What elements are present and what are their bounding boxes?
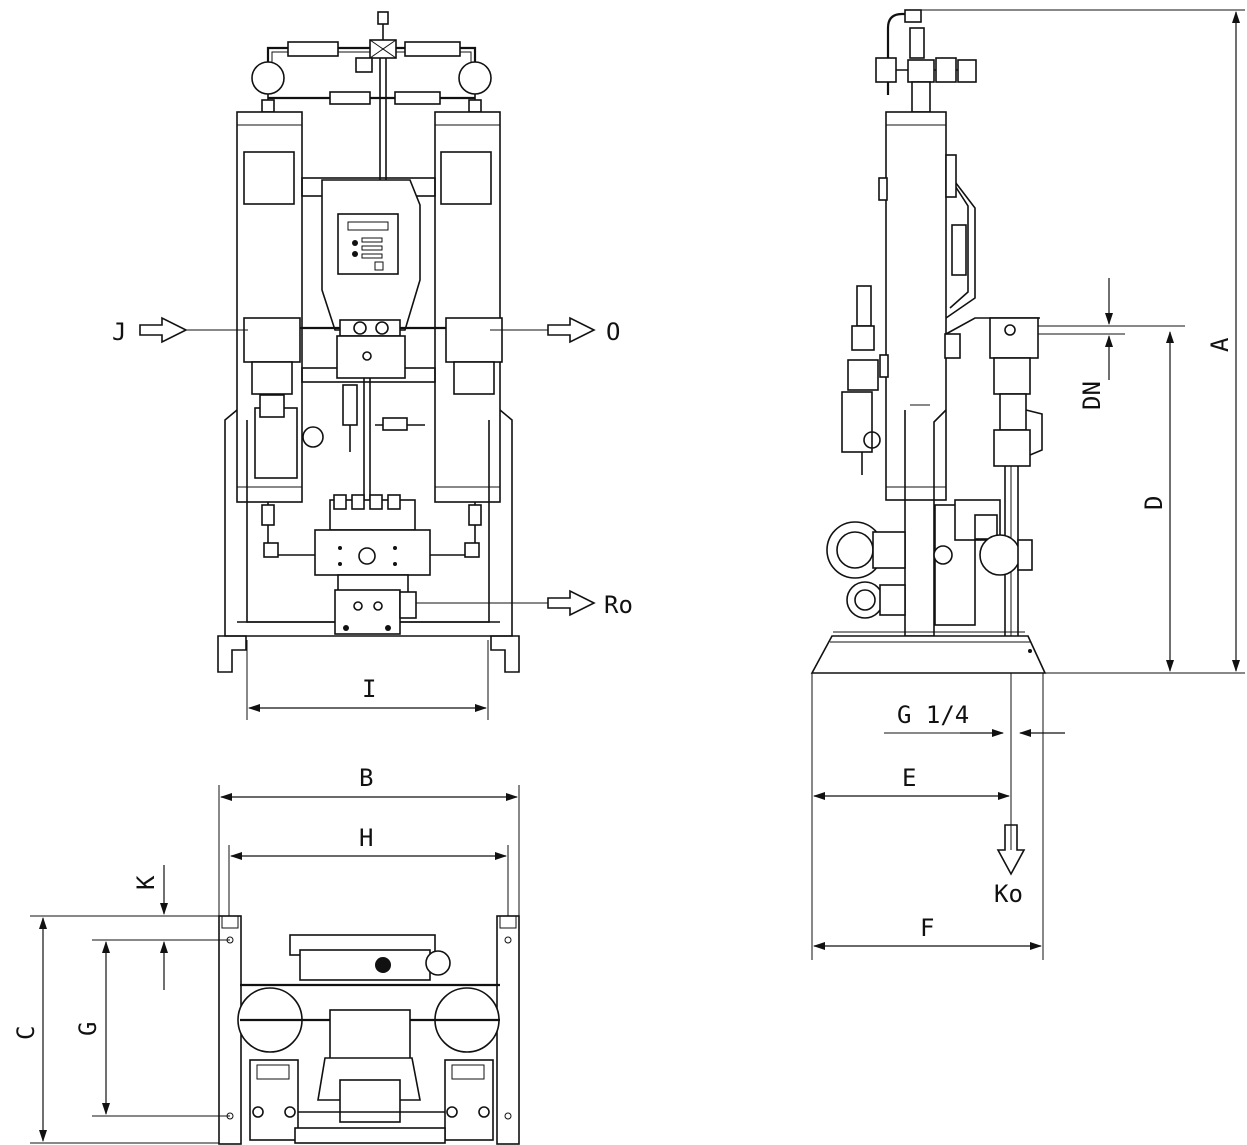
- side-top-fitting: [875, 9, 977, 113]
- dim-a-line: [915, 9, 1245, 674]
- top-view: B H K C G: [12, 764, 520, 1145]
- dim-c-label: C: [12, 1026, 40, 1040]
- front-filters: [243, 317, 503, 500]
- dim-c-line: [30, 915, 219, 1144]
- dim-k-line: [150, 865, 230, 990]
- dim-f-line: [813, 745, 1044, 960]
- dim-d-label: D: [1140, 496, 1168, 510]
- dim-g-line: [92, 939, 230, 1117]
- front-valve-block: [261, 494, 482, 635]
- condensate-arrow: [996, 824, 1026, 876]
- dim-i-label: I: [362, 675, 376, 703]
- dim-e-label: E: [902, 764, 916, 792]
- dim-i-line: [246, 640, 489, 720]
- front-top-piping: [251, 11, 492, 180]
- front-controller: [321, 179, 421, 331]
- dim-dn-line: [1038, 278, 1185, 380]
- outlet-label: O: [606, 318, 620, 346]
- dim-b-line: [218, 785, 520, 916]
- dim-thread-line: [884, 673, 1065, 745]
- dim-h-label: H: [359, 824, 373, 852]
- dim-h-line: [228, 845, 509, 916]
- side-base: [810, 631, 1047, 674]
- regen-outlet-arrow: [416, 589, 596, 617]
- side-column: [885, 111, 947, 501]
- dim-k-label: K: [132, 875, 160, 890]
- side-lower-valves: [826, 499, 1033, 626]
- dim-dn-label: DN: [1078, 381, 1106, 410]
- inlet-arrow: [139, 316, 248, 344]
- side-view: A DN D G 1/4 E K: [810, 9, 1245, 960]
- dim-f-label: F: [920, 914, 934, 942]
- dim-e-line: [811, 673, 1010, 960]
- front-view: J O Ro I: [112, 11, 633, 720]
- outlet-arrow: [490, 316, 596, 344]
- condensate-outlet-label: Ko: [994, 880, 1023, 908]
- regen-outlet-label: Ro: [604, 591, 633, 619]
- inlet-label: J: [112, 318, 126, 346]
- side-filter: [945, 317, 1043, 850]
- dim-g-label: G: [74, 1022, 102, 1036]
- side-controller-bracket: [945, 154, 976, 319]
- side-left-instruments: [841, 285, 889, 475]
- dim-b-label: B: [359, 764, 373, 792]
- front-right-tower: [434, 111, 501, 503]
- dim-thread-label: G 1/4: [897, 701, 969, 729]
- dim-a-label: A: [1206, 337, 1234, 352]
